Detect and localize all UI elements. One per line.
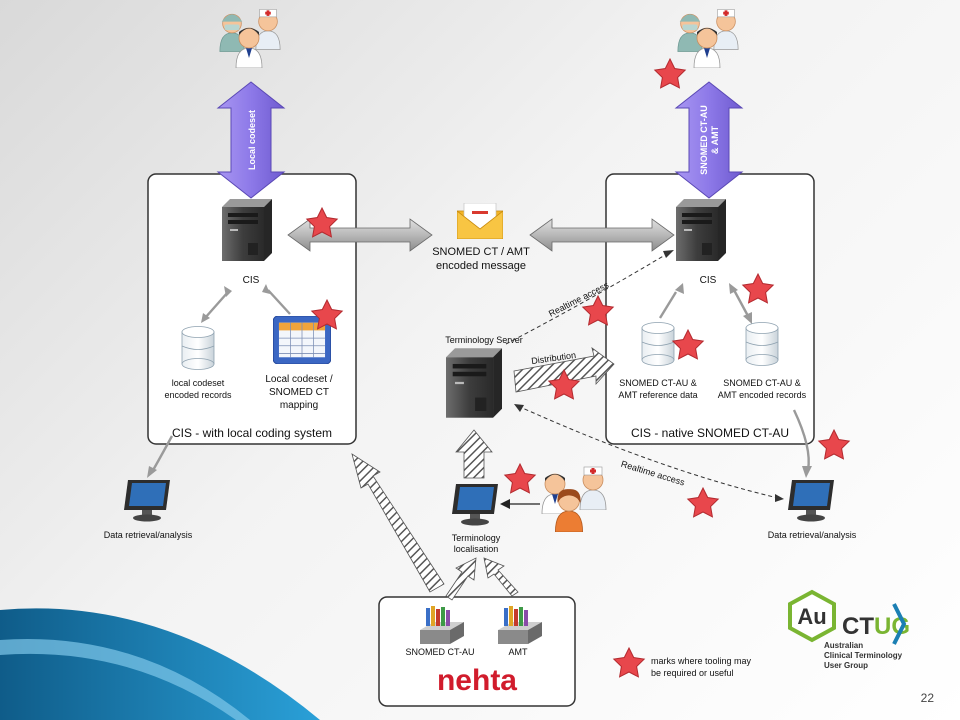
left-clinicians-group	[219, 8, 281, 68]
page-number: 22	[921, 691, 935, 705]
right-ref-db-label-line2: AMT reference data	[618, 390, 697, 400]
right-arrow-label-line2: & AMT	[710, 125, 720, 154]
right-system-caption: CIS - native SNOMED CT-AU	[631, 426, 789, 440]
left-cis-server-icon	[222, 199, 272, 261]
right-retrieval-label: Data retrieval/analysis	[768, 530, 857, 540]
terminology-server-label: Terminology Server	[445, 335, 523, 345]
star-icon	[504, 463, 536, 494]
realtime-access-bottom-label: Realtime access	[620, 459, 687, 488]
left-retrieval-monitor-icon	[124, 480, 170, 522]
localisation-to-server-arrow	[455, 429, 493, 479]
right-enc-db-icon	[745, 322, 779, 366]
legend-text-line1: marks where tooling may	[651, 656, 752, 666]
message-label-line2: encoded message	[436, 260, 526, 272]
terminology-server-icon	[446, 348, 502, 418]
star-icon	[654, 58, 686, 89]
logo-subtitle-line1: Australian	[824, 641, 863, 650]
amt-to-localisation-arrow	[483, 557, 519, 597]
left-db-label-line2: encoded records	[164, 390, 232, 400]
star-icon	[818, 429, 850, 460]
right-arrow-label-line1: SNOMED CT-AU	[699, 105, 709, 175]
decorative-swoosh	[0, 608, 320, 720]
logo-subtitle-line2: Clinical Terminology	[824, 651, 903, 660]
message-envelope-icon	[457, 203, 503, 239]
left-retrieval-label: Data retrieval/analysis	[104, 530, 193, 540]
right-cis-label: CIS	[700, 275, 717, 286]
amt-source-label: AMT	[509, 647, 529, 657]
left-message-arrow	[287, 218, 433, 252]
realtime-access-top-line	[505, 251, 671, 345]
right-ref-db-label-line1: SNOMED CT-AU &	[619, 378, 697, 388]
mapping-label-line1: Local codeset /	[265, 374, 332, 385]
right-enc-db-label-line1: SNOMED CT-AU &	[723, 378, 801, 388]
localisation-label-line2: localisation	[454, 544, 499, 554]
left-cis-label: CIS	[243, 275, 260, 286]
mapping-label-line3: mapping	[280, 400, 318, 411]
nehta-to-left-system-arrow	[351, 453, 445, 593]
logo-subtitle-line3: User Group	[824, 661, 868, 670]
auctug-logo: Au CTUG Australian Clinical Terminology …	[788, 589, 910, 670]
nehta-logo: nehta	[437, 664, 517, 697]
decorative-swoosh-light	[0, 639, 250, 720]
right-enc-db-label-line2: AMT encoded records	[718, 390, 807, 400]
left-local-codeset-arrow: Local codeset	[216, 81, 286, 199]
legend-star-icon	[613, 647, 645, 678]
message-label-line1: SNOMED CT / AMT	[432, 246, 530, 258]
snomed-to-localisation-arrow	[445, 557, 477, 601]
right-message-arrow	[529, 218, 675, 252]
localisation-users-group	[541, 466, 607, 532]
right-ref-db-icon	[641, 322, 675, 366]
logo-au-text: Au	[797, 604, 826, 629]
snomed-source-label: SNOMED CT-AU	[405, 647, 474, 657]
left-arrow-label: Local codeset	[247, 110, 257, 170]
right-retrieval-monitor-icon	[788, 480, 834, 522]
localisation-label-line1: Terminology	[452, 533, 501, 543]
left-db-label-line1: local codeset	[172, 378, 225, 388]
right-clinicians-group	[677, 8, 739, 68]
star-icon	[687, 487, 719, 518]
right-cis-server-icon	[676, 199, 726, 261]
localisation-monitor-icon	[452, 484, 498, 526]
left-local-db-icon	[181, 326, 215, 370]
left-system-caption: CIS - with local coding system	[172, 426, 332, 440]
right-snomed-arrow: SNOMED CT-AU & AMT	[674, 81, 744, 199]
legend-text-line2: be required or useful	[651, 668, 734, 678]
mapping-label-line2: SNOMED CT	[269, 387, 329, 398]
